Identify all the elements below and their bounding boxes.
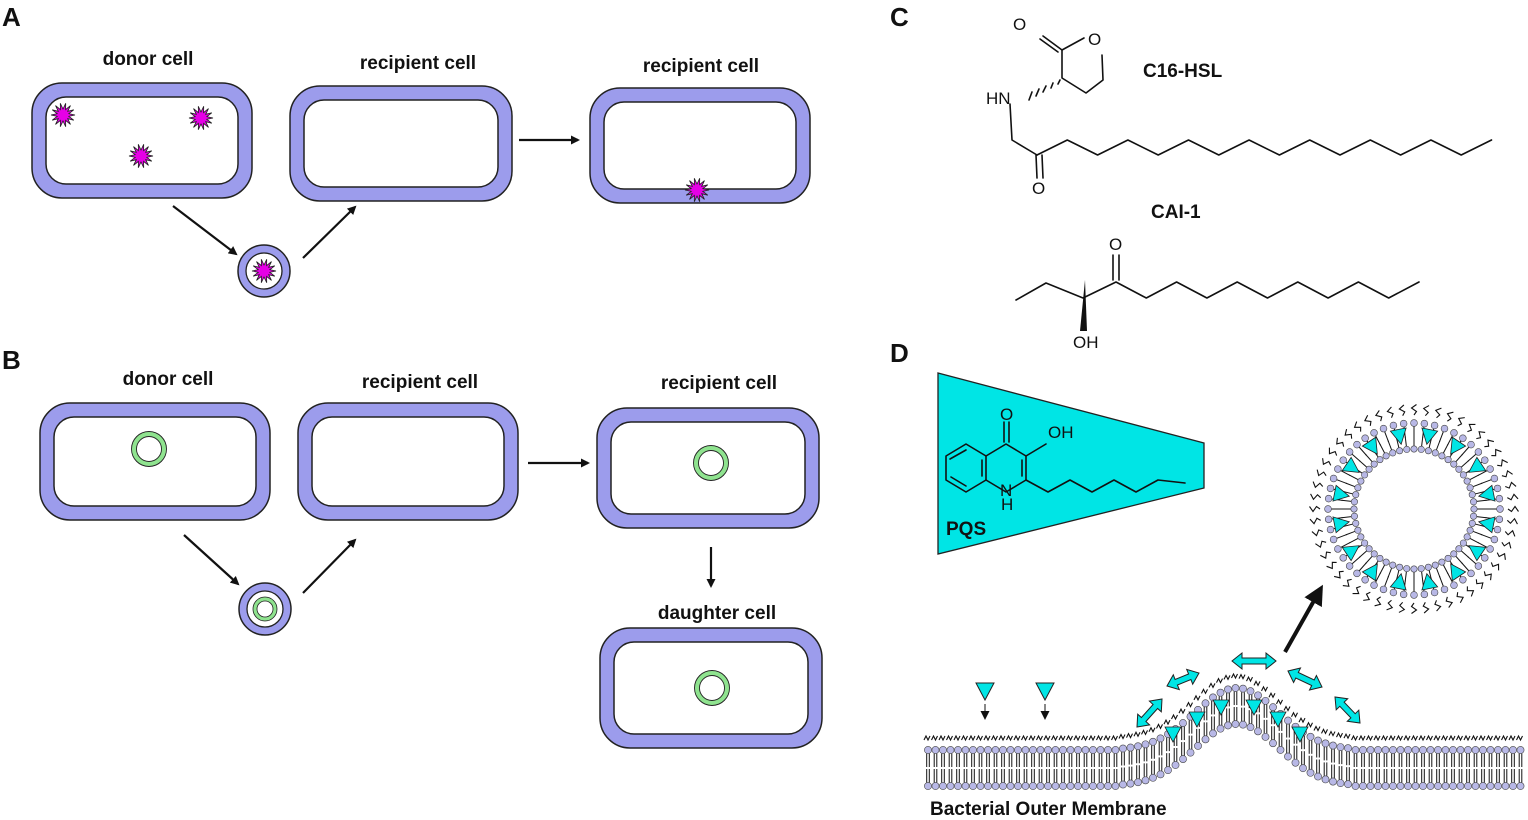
- outer-membrane-vesicle: [1309, 404, 1519, 614]
- donor-cell-label-b: donor cell: [123, 369, 214, 390]
- pqs-structure: O OH N H: [945, 405, 1186, 514]
- signal-molecule-icon: [50, 103, 76, 127]
- pqs-molecule-icon: [1450, 563, 1467, 582]
- recipient-cell-label-b2: recipient cell: [661, 373, 777, 394]
- recipient-cell-b2: [596, 407, 820, 529]
- panel-letter-a: A: [2, 2, 21, 32]
- double-arrow-icon: [1231, 651, 1277, 671]
- donor-cell-b: [39, 402, 271, 521]
- panel-d: D O OH N H PQS Bacterial Outer Membrane: [890, 338, 1525, 820]
- pqs-atom-n: N: [1000, 481, 1012, 500]
- recipient-cell-a2: [589, 87, 811, 204]
- pqs-molecule-icon: [1468, 456, 1487, 473]
- donor-cell-a: [31, 82, 253, 199]
- panel-c: C O O HN O C16-HSL: [890, 2, 1493, 352]
- c16-hsl-label: C16-HSL: [1143, 61, 1223, 82]
- daughter-cell: [599, 627, 823, 749]
- arrow-vesicle-to-recipient-b: [302, 538, 357, 594]
- pqs-molecule-icon: [1450, 436, 1467, 455]
- donor-cell-label-a: donor cell: [103, 49, 194, 70]
- pqs-molecule-icon: [1477, 516, 1496, 534]
- c16-hsl-atom-o-carbonyl: O: [1013, 15, 1026, 34]
- signal-molecule-icon: [684, 178, 710, 202]
- plasmid-icon: [253, 597, 277, 621]
- pqs-molecule-icon: [1291, 726, 1309, 743]
- pqs-molecule-icon: [1035, 682, 1055, 702]
- pqs-molecule-icon: [1361, 436, 1378, 455]
- vesicle-b: [238, 582, 292, 636]
- vesicle-a: [237, 244, 291, 298]
- c16-hsl-atom-hn: HN: [986, 89, 1011, 108]
- plasmid-icon: [693, 445, 729, 481]
- plasmid-icon: [131, 431, 167, 467]
- pqs-atom-o: O: [1000, 405, 1013, 424]
- c16-hsl-structure: O O HN O: [986, 15, 1493, 198]
- pqs-molecule-icon: [1361, 563, 1378, 582]
- signal-molecule-icon: [251, 259, 277, 283]
- arrow-vesicle-to-recipient-a: [302, 205, 357, 259]
- recipient-cell-label-b1: recipient cell: [362, 372, 478, 393]
- pqs-molecule-icon: [1188, 711, 1206, 728]
- pqs-molecule-icon: [1421, 427, 1439, 446]
- arrow-donor-to-vesicle-b: [183, 534, 240, 586]
- pqs-atom-h: H: [1001, 495, 1013, 514]
- outer-membrane: [923, 672, 1525, 790]
- recipient-cell-b1: [297, 402, 519, 521]
- pqs-atom-oh: OH: [1048, 423, 1074, 442]
- cai-1-structure: O OH: [1015, 235, 1420, 352]
- pqs-molecule-icon: [1341, 456, 1360, 473]
- panel-b: B donor cell recipient cell recipient ce…: [2, 345, 823, 749]
- pqs-molecule-icon: [1389, 427, 1407, 446]
- plasmid-icon: [694, 670, 730, 706]
- c16-hsl-atom-o-ring: O: [1088, 30, 1101, 49]
- pqs-molecule-icon: [1468, 545, 1487, 562]
- cai-1-atom-oh: OH: [1073, 333, 1099, 352]
- pqs-molecule-icon: [1269, 711, 1287, 728]
- pqs-molecule-icon: [975, 682, 995, 702]
- recipient-cell-label-a1: recipient cell: [360, 53, 476, 74]
- pqs-molecule-icon: [1389, 572, 1407, 591]
- pqs-molecule-icon: [1212, 699, 1230, 716]
- daughter-cell-label: daughter cell: [658, 603, 776, 624]
- pqs-molecule-icon: [1332, 516, 1351, 534]
- arrow-to-vesicle: [1283, 584, 1323, 653]
- panel-letter-b: B: [2, 345, 21, 375]
- panel-letter-c: C: [890, 2, 909, 32]
- membrane-label: Bacterial Outer Membrane: [930, 799, 1167, 820]
- cai-1-label: CAI-1: [1151, 202, 1201, 223]
- pqs-molecule-icon: [1341, 545, 1360, 562]
- panel-a: A donor cell recipient cell recipient ce…: [2, 2, 811, 298]
- pqs-molecule-icon: [1477, 484, 1496, 502]
- pqs-molecule-icon: [1245, 699, 1263, 716]
- double-arrow-icon: [1166, 668, 1200, 691]
- double-arrow-icon: [1334, 696, 1361, 724]
- arrow-donor-to-vesicle-a: [172, 205, 238, 256]
- pqs-wedge: [937, 372, 1205, 555]
- pqs-molecule-icon: [1332, 484, 1351, 502]
- recipient-cell-a1: [289, 85, 513, 202]
- pqs-molecule-icon: [1164, 726, 1182, 743]
- signal-molecule-icon: [128, 144, 154, 168]
- c16-hsl-atom-o-amide: O: [1032, 179, 1045, 198]
- panel-letter-d: D: [890, 338, 909, 368]
- double-arrow-icon: [1287, 667, 1323, 691]
- double-arrow-icon: [1136, 698, 1163, 728]
- recipient-cell-label-a2: recipient cell: [643, 56, 759, 77]
- pqs-label: PQS: [946, 519, 986, 540]
- curvature-arrows: [1136, 651, 1361, 728]
- pqs-molecule-icon: [1421, 572, 1439, 591]
- signal-molecule-icon: [188, 106, 214, 130]
- cai-1-atom-o-ketone: O: [1109, 235, 1122, 254]
